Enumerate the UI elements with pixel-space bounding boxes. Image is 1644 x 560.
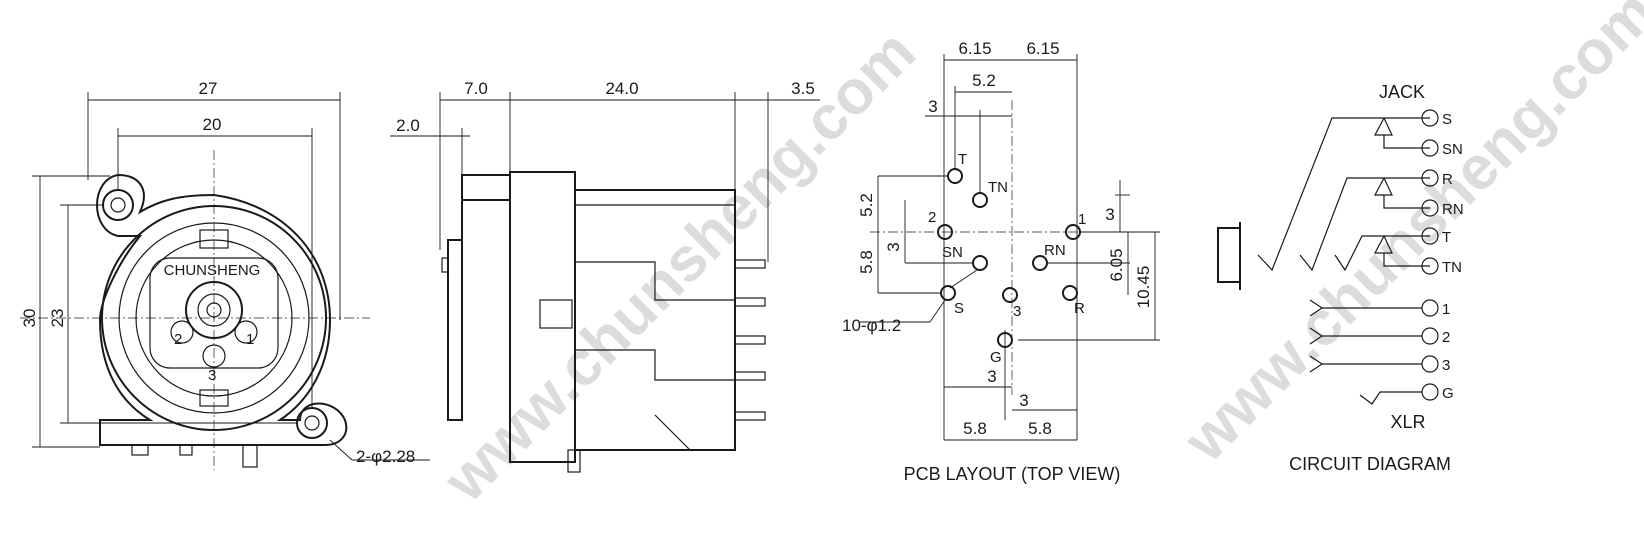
dim-pcb-5-2-left: 5.2 — [857, 193, 876, 217]
front-pin-3-label: 3 — [208, 367, 216, 384]
dim-overall-height: 30 — [20, 309, 39, 328]
circuit-diagram: JACK S SN R RN T TN 1 2 3 G XLR CIRCUIT … — [1217, 82, 1464, 474]
watermark-layer: www.chunsheng.com www.chunsheng.com — [430, 0, 1644, 516]
dim-pcb-5-2-top: 5.2 — [972, 71, 996, 90]
jack-pin-rn: RN — [1442, 201, 1464, 218]
pcb-label-sn: SN — [942, 244, 963, 261]
dim-pcb-3-bottom-right: 3 — [1019, 391, 1028, 410]
front-pin-1-label: 1 — [246, 331, 254, 348]
xlr-terminal — [1421, 355, 1439, 373]
dim-pcb-3-right: 3 — [1105, 205, 1114, 224]
circuit-caption: CIRCUIT DIAGRAM — [1289, 454, 1451, 474]
pcb-hole-rn — [1032, 255, 1048, 271]
pcb-hole-s — [940, 285, 956, 301]
dim-pcb-3-left: 3 — [884, 242, 903, 251]
pcb-label-g: G — [990, 349, 1002, 366]
xlr-pin-2: 2 — [1442, 329, 1450, 346]
pcb-hole-tn — [972, 192, 988, 208]
jack-title: JACK — [1379, 82, 1425, 102]
dim-pcb-3-top: 3 — [928, 97, 937, 116]
dim-side-24-0: 24.0 — [605, 79, 638, 98]
dim-pcb-10-45: 10.45 — [1134, 266, 1153, 309]
xlr-pin-3: 3 — [1442, 357, 1450, 374]
pcb-hole-2 — [937, 224, 953, 240]
jack-terminal — [1421, 199, 1439, 217]
watermark-text: www.chunsheng.com — [1170, 0, 1644, 476]
pcb-hole-r — [1062, 285, 1078, 301]
jack-terminal — [1421, 227, 1439, 245]
pcb-label-3: 3 — [1013, 303, 1021, 320]
dim-pcb-top-left: 6.15 — [958, 39, 991, 58]
dim-hole-spacing-width: 20 — [203, 115, 222, 134]
dim-pcb-5-8-left: 5.8 — [857, 250, 876, 274]
pcb-hole-t — [947, 168, 963, 184]
pcb-hole-sn — [972, 255, 988, 271]
pcb-label-1: 1 — [1078, 211, 1086, 228]
dim-pcb-top-right: 6.15 — [1026, 39, 1059, 58]
xlr-title: XLR — [1390, 412, 1425, 432]
dim-overall-width: 27 — [199, 79, 218, 98]
pcb-label-s: S — [954, 300, 964, 317]
pcb-label-tn: TN — [988, 179, 1008, 196]
xlr-terminal — [1421, 327, 1439, 345]
watermark-text: www.chunsheng.com — [430, 17, 929, 516]
jack-terminal — [1421, 139, 1439, 157]
jack-pin-r: R — [1442, 171, 1453, 188]
pcb-layout: 6.15 6.15 5.2 3 5.2 3 5.8 3 6.05 10.45 3… — [842, 39, 1160, 484]
dim-side-2-0: 2.0 — [396, 116, 420, 135]
xlr-pin-g: G — [1442, 385, 1454, 402]
brand-marking: CHUNSHENG — [164, 262, 261, 279]
front-pin-2-label: 2 — [174, 331, 182, 348]
jack-pin-t: T — [1442, 229, 1451, 246]
dim-side-7-0: 7.0 — [464, 79, 488, 98]
jack-terminal — [1421, 109, 1439, 127]
dim-pcb-6-05: 6.05 — [1107, 248, 1126, 281]
pcb-caption: PCB LAYOUT (TOP VIEW) — [904, 464, 1121, 484]
jack-terminal — [1421, 257, 1439, 275]
xlr-terminal — [1421, 299, 1439, 317]
xlr-terminal — [1421, 383, 1439, 401]
dim-pcb-3-bottom-left: 3 — [987, 367, 996, 386]
dim-pcb-5-8-bottom-right: 5.8 — [1028, 419, 1052, 438]
pcb-label-t: T — [958, 151, 967, 168]
dim-pcb-5-8-bottom-left: 5.8 — [963, 419, 987, 438]
side-view: 7.0 24.0 3.5 2.0 — [390, 79, 820, 473]
pcb-label-r: R — [1074, 300, 1085, 317]
jack-pin-tn: TN — [1442, 259, 1462, 276]
jack-pin-sn: SN — [1442, 141, 1463, 158]
dim-side-3-5: 3.5 — [791, 79, 815, 98]
jack-pin-s: S — [1442, 111, 1452, 128]
front-hole-note: 2-φ2.28 — [356, 447, 415, 466]
front-view: 27 20 30 23 CHUNSHENG 2 1 3 2-φ2.28 — [20, 79, 430, 470]
jack-terminal — [1421, 169, 1439, 187]
pcb-hole-3 — [1002, 287, 1018, 303]
dim-hole-spacing-height: 23 — [48, 309, 67, 328]
xlr-pin-1: 1 — [1442, 301, 1450, 318]
pcb-label-2: 2 — [928, 209, 936, 226]
pcb-label-rn: RN — [1044, 242, 1066, 259]
pcb-hole-note: 10-φ1.2 — [842, 316, 901, 335]
